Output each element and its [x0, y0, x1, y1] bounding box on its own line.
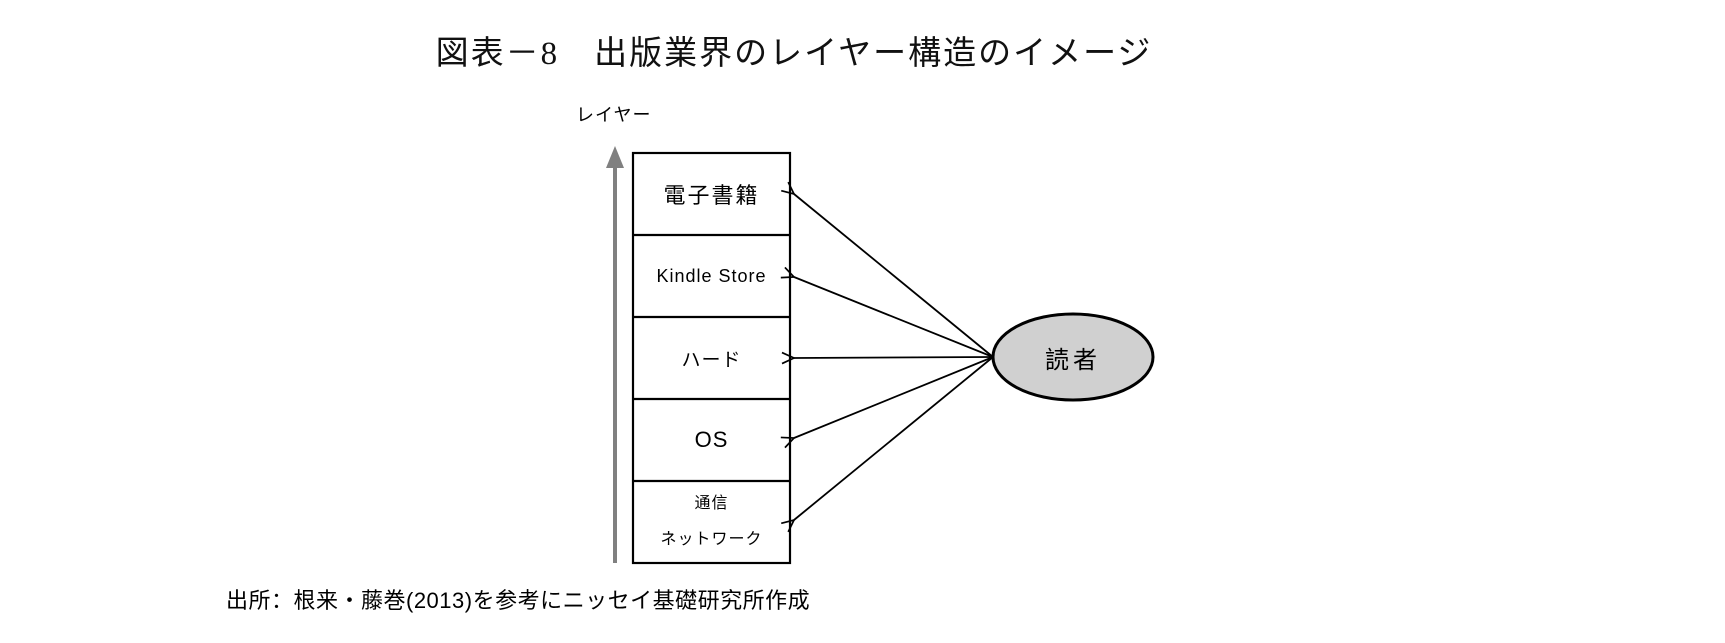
figure-title: 図表－8 出版業界のレイヤー構造のイメージ: [435, 36, 1153, 72]
source-note: 出所：根来・藤巻(2013)を参考にニッセイ基礎研究所作成: [226, 588, 811, 613]
reader-arrow-ebook: [794, 194, 994, 358]
layer-axis-label: レイヤー: [576, 105, 652, 125]
reader-arrow-network: [794, 356, 994, 520]
layer-axis-arrow-head: [606, 146, 624, 168]
reader-arrow-os: [794, 356, 994, 438]
reader-arrow-kindle-store: [794, 277, 994, 358]
reader-arrow-hardware: [794, 357, 994, 358]
reader-ellipse: [991, 312, 1155, 402]
layer-stack-outline: [631, 151, 792, 565]
